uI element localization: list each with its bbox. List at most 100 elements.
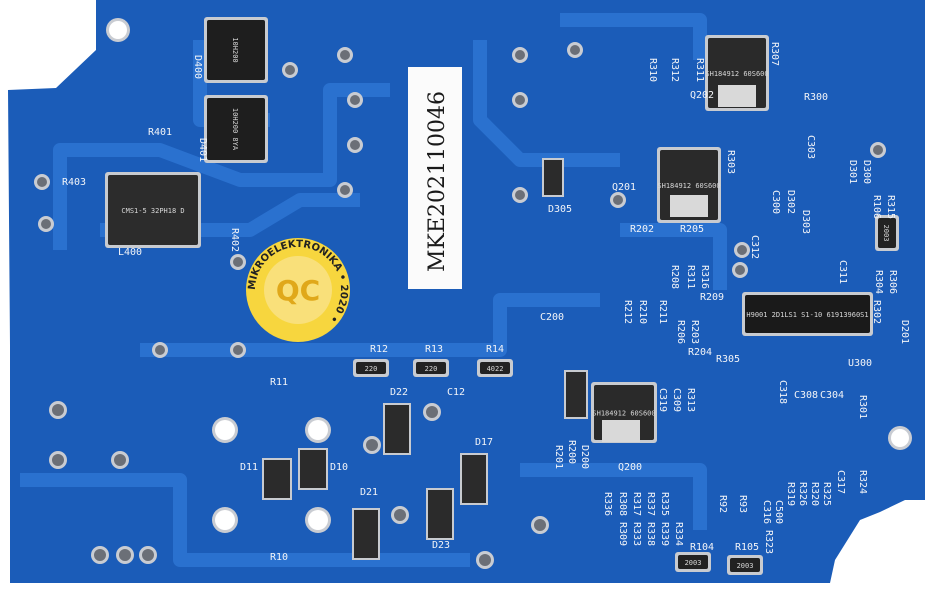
resistor-r105: 2003 [727,555,763,575]
via-hole [109,21,127,39]
silkscreen-label: R339 [659,522,670,546]
silkscreen-label: R211 [657,300,668,324]
via-hole [350,140,360,150]
via-hole [37,177,47,187]
chip-marking: 2003 [737,562,754,570]
via-hole [233,257,243,267]
silkscreen-label: R308 [617,492,628,516]
via-hole [94,549,106,561]
chip-marking: H9001 2D1LS1 S1-10 61913960S1 [746,311,868,319]
silkscreen-label: R315 [885,195,896,219]
via-hole [340,185,350,195]
chip-marking: SH184912 60S600 [657,182,720,190]
chip-marking: 4022 [487,365,504,373]
resistor-r12: 220 [353,359,389,377]
silkscreen-label: R305 [716,354,740,365]
via-hole [737,245,747,255]
via-hole [285,65,295,75]
silkscreen-label: C303 [805,135,816,159]
silkscreen-label: R208 [669,265,680,289]
via-hole [479,554,491,566]
diode-body [544,160,562,195]
silkscreen-label: C200 [540,312,564,323]
silkscreen-label: R320 [809,482,820,506]
silkscreen-label: R202 [630,224,654,235]
diode-body [264,460,290,498]
silkscreen-label: R14 [486,344,504,355]
silkscreen-label: D22 [390,387,408,398]
via-hole [114,454,126,466]
via-hole [52,404,64,416]
silkscreen-label: D21 [360,487,378,498]
silkscreen-label: D302 [785,190,796,214]
silkscreen-label: R92 [717,495,728,513]
chip-marking: SH184912 60S600 [705,70,768,78]
silkscreen-label: R325 [821,482,832,506]
silkscreen-label: C12 [447,387,465,398]
silkscreen-label: R307 [769,42,780,66]
silkscreen-label: R93 [737,495,748,513]
qc-sticker: MIKROELEKTRONIKA • 2020 • QC [246,238,350,342]
silkscreen-label: C308 [794,390,818,401]
chip-marking: 10H200 8YA [231,108,239,151]
silkscreen-label: R210 [637,300,648,324]
chip-marking: SH184912 60S600 [592,410,655,418]
silkscreen-label: R317 [631,492,642,516]
silkscreen-label: R312 [669,58,680,82]
via-hole [119,549,131,561]
via-hole [613,195,623,205]
silkscreen-label: R309 [617,522,628,546]
silkscreen-label: D10 [330,462,348,473]
silkscreen-label: D401 [197,138,208,162]
via-hole [891,429,909,447]
silkscreen-label: R335 [659,492,670,516]
silkscreen-label: R316 [699,265,710,289]
diode-d401: 10H200 8YA [204,95,268,163]
via-hole [366,439,378,451]
silkscreen-label: C304 [820,390,844,401]
silkscreen-label: R104 [690,542,714,553]
diode-body [428,490,452,538]
silkscreen-label: R310 [647,58,658,82]
silkscreen-label: R11 [270,377,288,388]
silkscreen-label: R336 [602,492,613,516]
silkscreen-label: D300 [861,160,872,184]
chip-marking: 220 [365,365,378,373]
silkscreen-label: Q202 [690,90,714,101]
via-hole [215,420,235,440]
silkscreen-label: R106 [871,195,882,219]
silkscreen-label: R403 [62,177,86,188]
via-hole [215,510,235,530]
diode-body [300,450,326,488]
silkscreen-label: R311 [685,265,696,289]
silkscreen-label: C311 [837,260,848,284]
silkscreen-label: R300 [804,92,828,103]
silkscreen-label: L400 [118,247,142,258]
transistor-tab [718,85,756,107]
silkscreen-label: D201 [899,320,910,344]
silkscreen-label: D17 [475,437,493,448]
silkscreen-label: R326 [797,482,808,506]
serial-label: MKE202110046 [408,67,462,289]
silkscreen-label: R205 [680,224,704,235]
chip-marking: 2003 [882,225,890,242]
silkscreen-label: R201 [553,445,564,469]
silkscreen-label: R209 [700,292,724,303]
via-hole [570,45,580,55]
silkscreen-label: C500 [773,500,784,524]
inductor-l400: CMS1-5 32PH18 D [105,172,201,248]
diode-body [385,405,409,453]
silkscreen-label: Q200 [618,462,642,473]
silkscreen-label: R13 [425,344,443,355]
via-hole [515,50,525,60]
chip-marking: 220 [425,365,438,373]
silkscreen-label: R203 [689,320,700,344]
silkscreen-label: D200 [579,445,590,469]
silkscreen-label: C319 [657,388,668,412]
silkscreen-label: C312 [749,235,760,259]
silkscreen-label: C300 [770,190,781,214]
via-hole [308,510,328,530]
via-hole [515,190,525,200]
silkscreen-label: U300 [848,358,872,369]
